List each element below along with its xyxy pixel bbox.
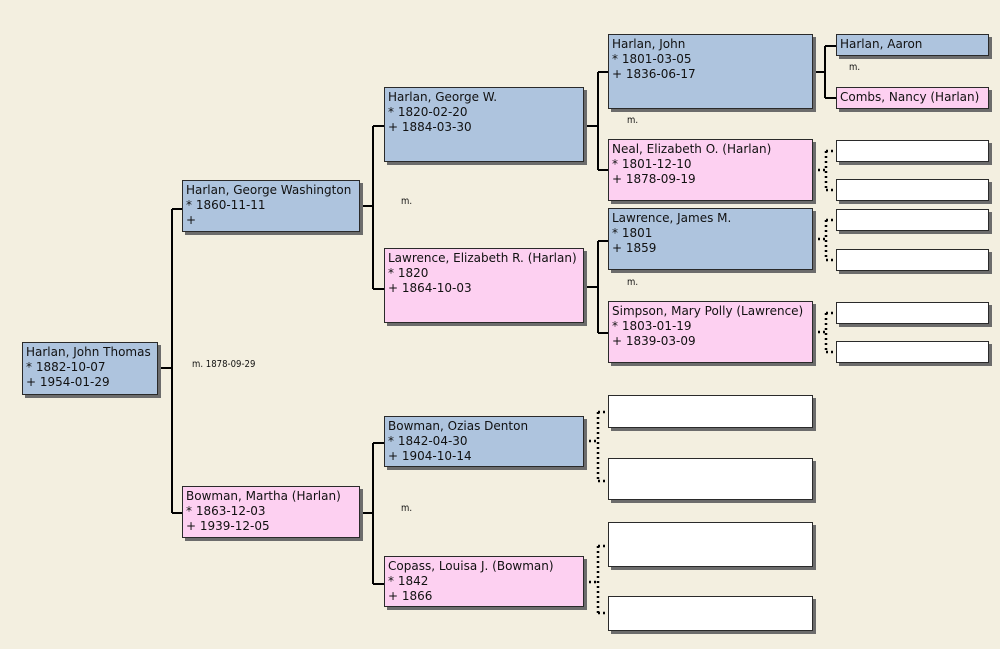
person-death: + 1864-10-03 (388, 281, 472, 295)
person-name: Harlan, George Washington (186, 183, 352, 197)
person-box-copass-louisa-j[interactable]: Copass, Louisa J. (Bowman) * 1842 + 1866 (384, 556, 584, 607)
person-birth: * 1863-12-03 (186, 504, 266, 518)
marriage-label-parents: m. 1878-09-29 (192, 359, 256, 370)
empty-person-slot[interactable] (608, 596, 813, 631)
person-death: + (186, 213, 197, 227)
empty-person-slot[interactable] (608, 458, 813, 500)
person-name: Bowman, Martha (Harlan) (186, 489, 341, 503)
marriage-label-ff: m. (401, 196, 413, 207)
person-birth: * 1820-02-20 (388, 105, 468, 119)
person-name: Harlan, Aaron (840, 37, 923, 51)
person-death: + 1836-06-17 (612, 67, 696, 81)
person-box-harlan-george-w[interactable]: Harlan, George W. * 1820-02-20 + 1884-03… (384, 87, 584, 162)
person-box-bowman-martha[interactable]: Bowman, Martha (Harlan) * 1863-12-03 + 1… (182, 486, 360, 538)
person-death: + 1878-09-19 (612, 172, 696, 186)
person-birth: * 1842-04-30 (388, 434, 468, 448)
person-box-harlan-john[interactable]: Harlan, John * 1801-03-05 + 1836-06-17 (608, 34, 813, 109)
person-box-simpson-mary-polly[interactable]: Simpson, Mary Polly (Lawrence) * 1803-01… (608, 301, 813, 363)
person-box-harlan-aaron[interactable]: Harlan, Aaron (836, 34, 989, 56)
person-death: + 1866 (388, 589, 433, 603)
empty-person-slot[interactable] (608, 522, 813, 567)
person-birth: * 1882-10-07 (26, 360, 106, 374)
person-name: Harlan, John (612, 37, 686, 51)
person-box-lawrence-elizabeth-r[interactable]: Lawrence, Elizabeth R. (Harlan) * 1820 +… (384, 248, 584, 323)
marriage-label-mf: m. (401, 503, 413, 514)
person-death: + 1839-03-09 (612, 334, 696, 348)
person-birth: * 1860-11-11 (186, 198, 266, 212)
person-birth: * 1801-12-10 (612, 157, 692, 171)
person-name: Combs, Nancy (Harlan) (840, 90, 980, 104)
empty-person-slot[interactable] (836, 302, 989, 324)
person-death: + 1939-12-05 (186, 519, 270, 533)
empty-person-slot[interactable] (836, 341, 989, 363)
person-birth: * 1801-03-05 (612, 52, 692, 66)
person-name: Harlan, John Thomas (26, 345, 151, 359)
person-box-neal-elizabeth-o[interactable]: Neal, Elizabeth O. (Harlan) * 1801-12-10… (608, 139, 813, 201)
empty-person-slot[interactable] (836, 209, 989, 231)
person-birth: * 1801 (612, 226, 653, 240)
person-death: + 1884-03-30 (388, 120, 472, 134)
person-birth: * 1842 (388, 574, 429, 588)
marriage-label-ffff: m. (849, 62, 861, 73)
empty-person-slot[interactable] (608, 395, 813, 428)
person-name: Simpson, Mary Polly (Lawrence) (612, 304, 804, 318)
person-name: Harlan, George W. (388, 90, 498, 104)
person-name: Neal, Elizabeth O. (Harlan) (612, 142, 772, 156)
person-name: Lawrence, James M. (612, 211, 732, 225)
empty-person-slot[interactable] (836, 249, 989, 271)
person-death: + 1859 (612, 241, 657, 255)
person-name: Bowman, Ozias Denton (388, 419, 529, 433)
person-death: + 1904-10-14 (388, 449, 472, 463)
person-name: Lawrence, Elizabeth R. (Harlan) (388, 251, 577, 265)
marriage-label-fff: m. (627, 115, 639, 126)
person-box-combs-nancy[interactable]: Combs, Nancy (Harlan) (836, 87, 989, 109)
person-name: Copass, Louisa J. (Bowman) (388, 559, 554, 573)
person-birth: * 1803-01-19 (612, 319, 692, 333)
marriage-label-fmf: m. (627, 277, 639, 288)
empty-person-slot[interactable] (836, 179, 989, 201)
person-box-harlan-john-thomas[interactable]: Harlan, John Thomas * 1882-10-07 + 1954-… (22, 342, 158, 395)
person-box-lawrence-james-m[interactable]: Lawrence, James M. * 1801 + 1859 (608, 208, 813, 270)
empty-person-slot[interactable] (836, 140, 989, 162)
person-birth: * 1820 (388, 266, 429, 280)
person-box-harlan-george-washington[interactable]: Harlan, George Washington * 1860-11-11 + (182, 180, 360, 232)
person-death: + 1954-01-29 (26, 375, 110, 389)
person-box-bowman-ozias-denton[interactable]: Bowman, Ozias Denton * 1842-04-30 + 1904… (384, 416, 584, 467)
